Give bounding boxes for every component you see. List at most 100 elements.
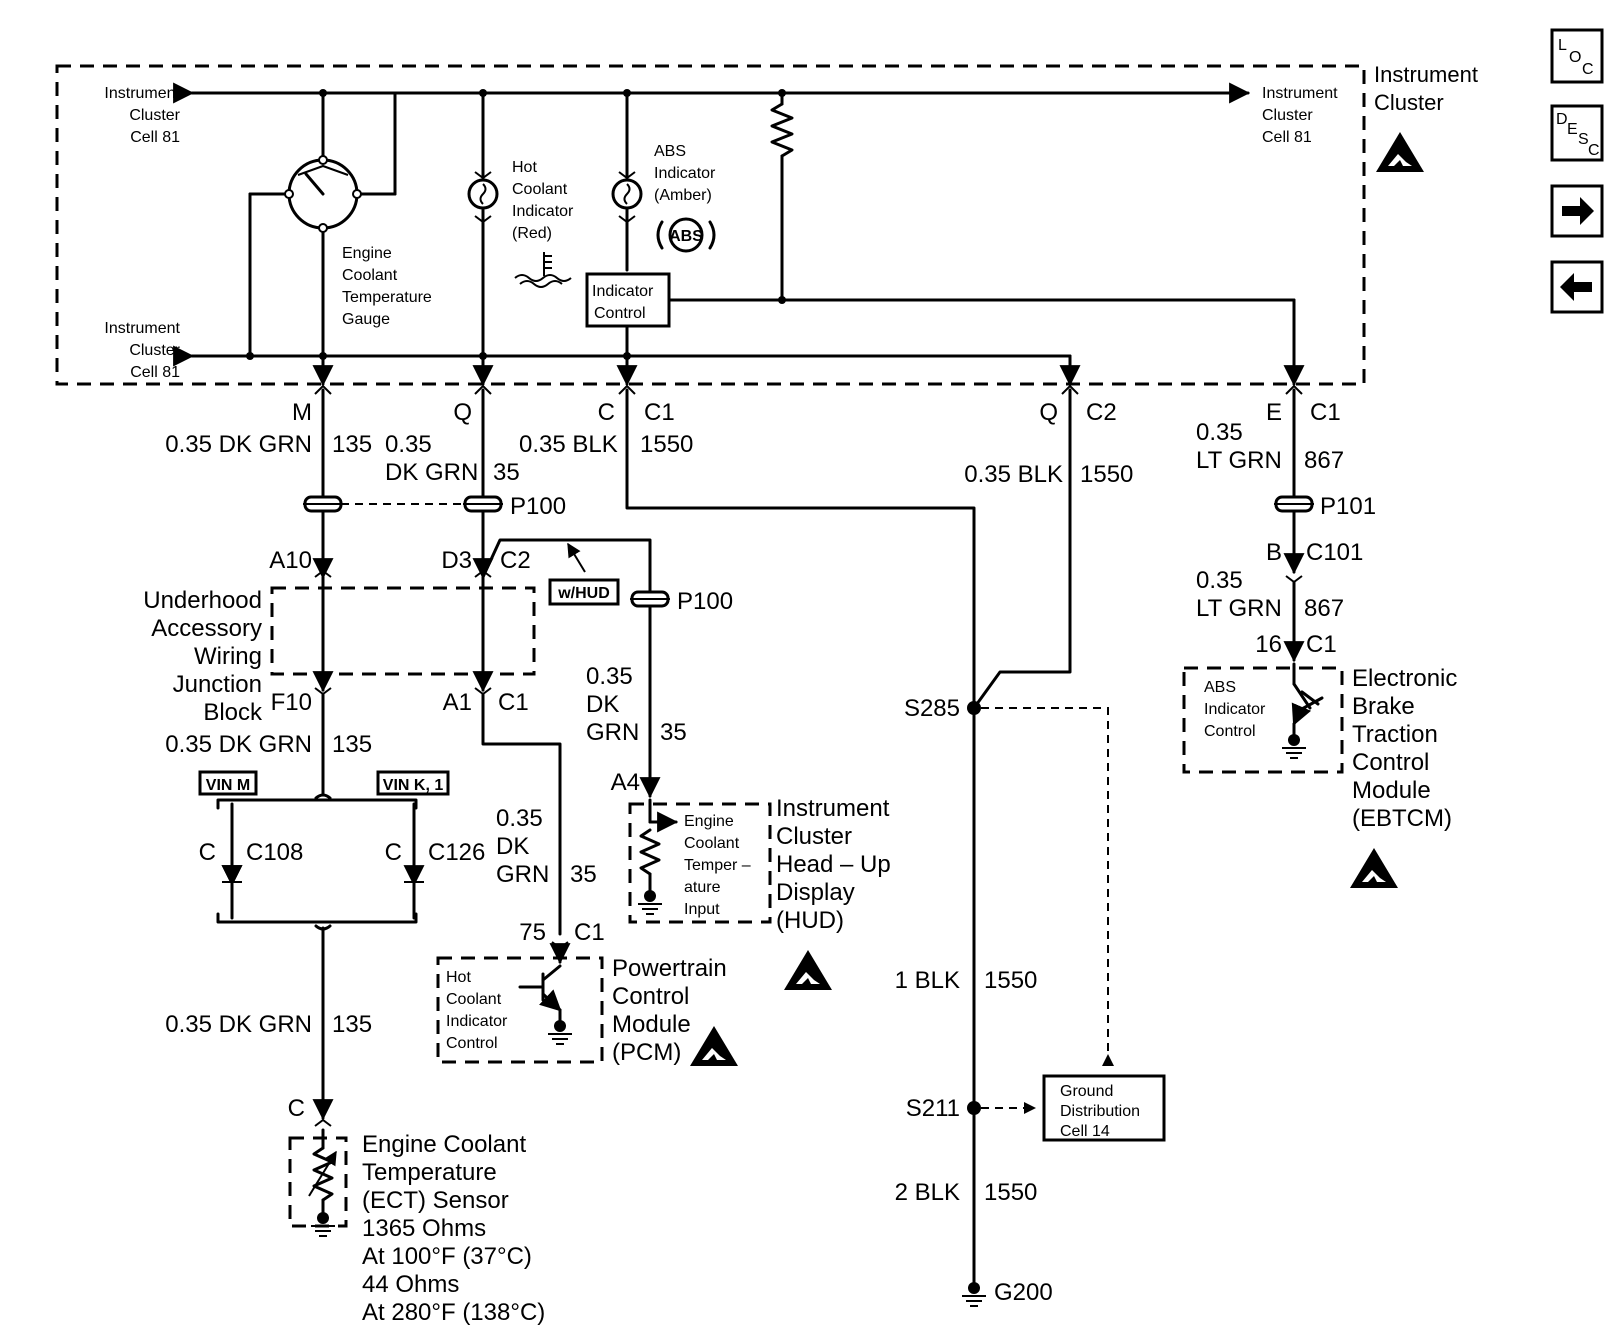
svg-text:A1: A1 xyxy=(443,689,472,716)
ground-g200: G200 xyxy=(994,1279,1053,1306)
ect-circuit: M 0.35 DK GRN 135 A10 F10 0.35 DK GRN 13… xyxy=(165,384,545,1326)
svg-text:LT GRN: LT GRN xyxy=(1196,595,1282,622)
loc-o: O xyxy=(1569,49,1581,66)
prev-button[interactable] xyxy=(1550,260,1604,314)
svg-text:Indicator: Indicator xyxy=(512,203,574,220)
svg-text:A10: A10 xyxy=(269,547,312,574)
svg-text:0.35: 0.35 xyxy=(496,805,543,832)
cell81-left-top: Instrument Cluster Cell 81 xyxy=(104,85,180,146)
svg-text:Instrument: Instrument xyxy=(104,320,180,337)
svg-text:16: 16 xyxy=(1255,631,1282,658)
esd-icon-ebtcm xyxy=(1350,848,1398,888)
svg-text:Control: Control xyxy=(594,305,646,322)
svg-text:1550: 1550 xyxy=(1080,461,1133,488)
svg-text:Engine Coolant: Engine Coolant xyxy=(362,1131,526,1158)
ground-distribution-box[interactable] xyxy=(1042,1074,1166,1142)
ebtcm-label: Electronic Brake Traction Control Module… xyxy=(1352,665,1457,832)
svg-text:C1: C1 xyxy=(574,919,605,946)
hud-box xyxy=(628,802,772,924)
svg-text:Instrument: Instrument xyxy=(1374,62,1478,87)
svg-text:At 280°F (138°C): At 280°F (138°C) xyxy=(362,1299,545,1326)
abs-symbol-icon: ABS xyxy=(656,217,716,253)
svg-text:Coolant: Coolant xyxy=(446,991,502,1008)
svg-text:Indicator: Indicator xyxy=(1204,701,1266,718)
svg-text:Coolant: Coolant xyxy=(512,181,568,198)
desc-c: C xyxy=(1588,142,1600,159)
svg-text:867: 867 xyxy=(1304,447,1344,474)
svg-text:Head – Up: Head – Up xyxy=(776,851,891,878)
svg-text:Cell 14: Cell 14 xyxy=(1060,1123,1110,1140)
svg-text:(EBTCM): (EBTCM) xyxy=(1352,805,1452,832)
transistor-icon xyxy=(518,964,572,1045)
svg-text:Traction: Traction xyxy=(1352,721,1438,748)
svg-text:M: M xyxy=(292,399,312,426)
svg-text:135: 135 xyxy=(332,731,372,758)
abs-indicator-label: ABS Indicator (Amber) xyxy=(654,143,716,204)
abs-transistor-icon xyxy=(1282,662,1324,759)
svg-text:Gauge: Gauge xyxy=(342,311,390,328)
svg-text:C126: C126 xyxy=(428,839,485,866)
svg-text:(Amber): (Amber) xyxy=(654,187,712,204)
svg-text:B: B xyxy=(1266,539,1282,566)
svg-text:Cluster: Cluster xyxy=(129,342,180,359)
svg-text:Cell 81: Cell 81 xyxy=(1262,129,1312,146)
abs-bulb-icon xyxy=(611,91,643,272)
svg-text:Cluster: Cluster xyxy=(1262,107,1313,124)
svg-text:Cell 81: Cell 81 xyxy=(130,129,180,146)
svg-text:Electronic: Electronic xyxy=(1352,665,1457,692)
next-button[interactable] xyxy=(1550,184,1604,238)
svg-text:Wiring: Wiring xyxy=(194,643,262,670)
svg-text:35: 35 xyxy=(493,459,520,486)
instrument-cluster-title: Instrument Cluster xyxy=(1374,62,1478,115)
svg-text:1 BLK: 1 BLK xyxy=(895,967,960,994)
svg-text:Hot: Hot xyxy=(512,159,537,176)
vin-k-tag: VIN K, 1 xyxy=(383,777,444,794)
ebtcm-box xyxy=(1182,666,1344,774)
svg-text:2 BLK: 2 BLK xyxy=(895,1179,960,1206)
svg-text:C2: C2 xyxy=(500,547,531,574)
gauge-label: Engine Coolant Temperature Gauge xyxy=(342,245,432,328)
desc-e: E xyxy=(1567,121,1578,138)
loc-c: C xyxy=(1582,61,1594,78)
svg-text:1365 Ohms: 1365 Ohms xyxy=(362,1215,486,1242)
svg-text:DK: DK xyxy=(586,691,619,718)
svg-text:Temperature: Temperature xyxy=(342,289,432,306)
svg-text:Cluster: Cluster xyxy=(776,823,852,850)
instrument-cluster: ABS Indicator Control Instrument Cluster… xyxy=(55,62,1478,387)
svg-text:Control: Control xyxy=(612,983,689,1010)
svg-text:F10: F10 xyxy=(271,689,312,716)
cell81-left-bottom: Instrument Cluster Cell 81 xyxy=(104,320,180,381)
svg-text:Control: Control xyxy=(446,1035,498,1052)
svg-text:Coolant: Coolant xyxy=(342,267,398,284)
cell81-right: Instrument Cluster Cell 81 xyxy=(1262,85,1338,146)
svg-text:(PCM): (PCM) xyxy=(612,1039,681,1066)
hot-coolant-bulb-icon xyxy=(467,91,499,387)
hud-input-label: Engine Coolant Temper – ature Input xyxy=(684,813,751,918)
temperature-gauge-icon xyxy=(248,91,397,387)
svg-text:DK: DK xyxy=(496,833,529,860)
splice-s285: S285 xyxy=(904,695,960,722)
svg-text:Cluster: Cluster xyxy=(129,107,180,124)
svg-text:Distribution: Distribution xyxy=(1060,1103,1140,1120)
svg-text:867: 867 xyxy=(1304,595,1344,622)
svg-text:(HUD): (HUD) xyxy=(776,907,844,934)
svg-text:Cluster: Cluster xyxy=(1374,90,1444,115)
svg-text:Cell 81: Cell 81 xyxy=(130,364,180,381)
underhood-junction-block xyxy=(270,586,536,676)
desc-button[interactable]: D E S C xyxy=(1550,104,1604,162)
loc-button[interactable]: L O C xyxy=(1550,28,1604,84)
svg-text:Temperature: Temperature xyxy=(362,1159,497,1186)
svg-text:DK GRN: DK GRN xyxy=(385,459,478,486)
svg-text:C1: C1 xyxy=(644,399,675,426)
svg-text:ature: ature xyxy=(684,879,721,896)
svg-text:1550: 1550 xyxy=(984,967,1037,994)
svg-text:LT GRN: LT GRN xyxy=(1196,447,1282,474)
underhood-label: Underhood Accessory Wiring Junction Bloc… xyxy=(143,587,263,726)
svg-text:P100: P100 xyxy=(677,588,733,615)
splice-s211: S211 xyxy=(906,1095,960,1122)
svg-text:C108: C108 xyxy=(246,839,303,866)
svg-text:D3: D3 xyxy=(441,547,472,574)
svg-text:C1: C1 xyxy=(1306,631,1337,658)
svg-text:C: C xyxy=(199,839,216,866)
